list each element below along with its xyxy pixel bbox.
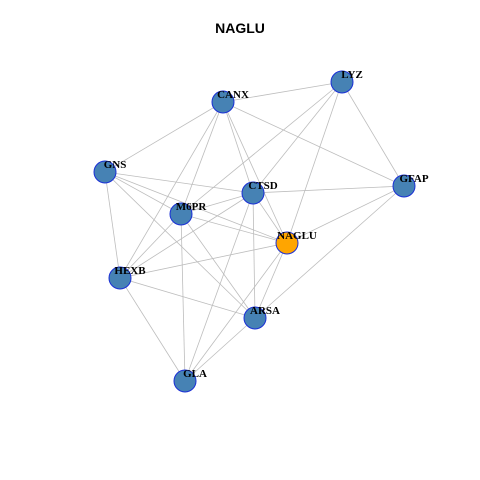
edge-gns-arsa (104, 171, 256, 319)
node-label-naglu: NAGLU (277, 230, 317, 242)
edge-naglu-arsa (254, 242, 288, 319)
edge-arsa-gla (184, 317, 256, 382)
node-label-lyz: LYZ (341, 69, 363, 81)
node-label-arsa: ARSA (250, 305, 280, 317)
edge-m6pr-gla (180, 213, 186, 382)
node-label-canx: CANX (217, 89, 249, 101)
edge-gfap-naglu (286, 185, 405, 244)
edge-lyz-ctsd (252, 81, 343, 194)
edge-canx-m6pr (180, 101, 224, 215)
edge-gns-m6pr (104, 171, 182, 215)
edge-ctsd-m6pr (180, 192, 254, 215)
node-label-hexb: HEXB (114, 265, 146, 277)
node-arsa[interactable] (243, 306, 267, 330)
node-naglu[interactable] (275, 231, 299, 255)
node-label-gns: GNS (104, 159, 127, 171)
edge-m6pr-arsa (180, 213, 256, 319)
edge-m6pr-hexb (119, 213, 182, 279)
edge-lyz-m6pr (180, 81, 343, 215)
edge-canx-gfap (222, 101, 405, 187)
node-label-m6pr: M6PR (176, 201, 208, 213)
nodes-layer (93, 70, 416, 393)
edge-hexb-arsa (119, 277, 256, 319)
edge-canx-ctsd (222, 101, 254, 194)
edge-ctsd-arsa (252, 192, 256, 319)
edge-ctsd-gla (184, 192, 254, 382)
node-label-gfap: GFAP (399, 173, 428, 185)
node-gla[interactable] (173, 369, 197, 393)
edge-gfap-arsa (254, 185, 405, 319)
edge-canx-naglu (222, 101, 288, 244)
node-lyz[interactable] (330, 70, 354, 94)
edge-ctsd-gfap (252, 185, 405, 194)
node-ctsd[interactable] (241, 181, 265, 205)
edge-lyz-naglu (286, 81, 343, 244)
node-label-gla: GLA (183, 368, 207, 380)
graph-title: NAGLU (215, 20, 265, 36)
edge-naglu-hexb (119, 242, 288, 279)
edge-gns-naglu (104, 171, 288, 244)
edge-ctsd-hexb (119, 192, 254, 279)
edges-layer (104, 81, 405, 382)
edge-m6pr-naglu (180, 213, 288, 244)
edge-canx-hexb (119, 101, 224, 279)
labels-layer: CANX LYZ GNS CTSD GFAP M6PR NAGLU HEXB ARSA GLA (104, 69, 429, 380)
edge-canx-lyz (222, 81, 343, 103)
edge-lyz-gfap (341, 81, 405, 187)
edge-gns-hexb (104, 171, 121, 279)
node-label-ctsd: CTSD (248, 180, 277, 192)
node-gns[interactable] (93, 160, 117, 184)
node-m6pr[interactable] (169, 202, 193, 226)
node-canx[interactable] (211, 90, 235, 114)
node-gfap[interactable] (392, 174, 416, 198)
edge-gns-ctsd (104, 171, 254, 194)
edge-hexb-gla (119, 277, 186, 382)
node-hexb[interactable] (108, 266, 132, 290)
edge-canx-gns (104, 101, 224, 173)
